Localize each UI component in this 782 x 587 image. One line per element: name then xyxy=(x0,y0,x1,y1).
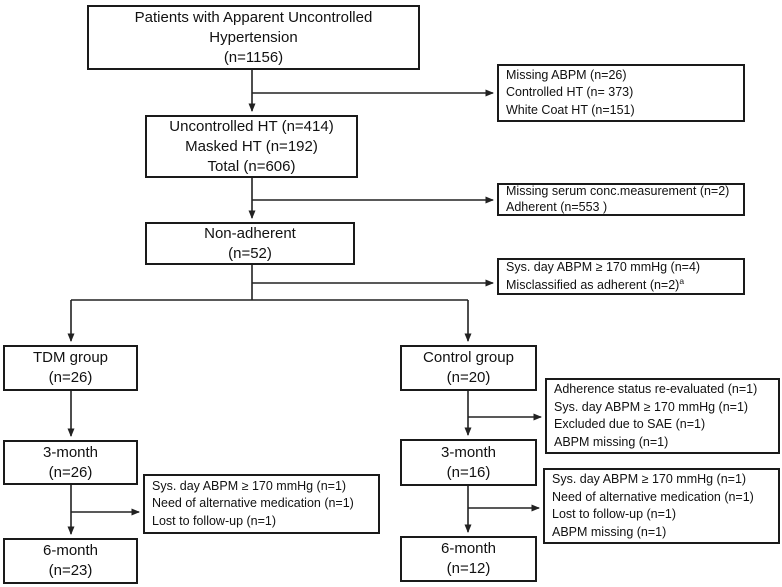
excl-line: Missing ABPM (n=26) xyxy=(506,67,627,82)
tdm-3-month-line: 3-month xyxy=(42,443,99,461)
excl-line: Adherence status re-evaluated (n=1) xyxy=(554,382,758,396)
flow-box-tdm-6-month: 6-month (n=23) xyxy=(3,538,138,584)
excl-line: ABPM missing (n=1) xyxy=(554,434,669,449)
excl-line: Sys. day ABPM ≥ 170 mmHg (n=1) xyxy=(554,399,749,414)
non-adherent-line: (n=52) xyxy=(228,244,272,262)
tdm-6-month-line: (n=23) xyxy=(48,562,93,579)
excl-box-control-3m: Adherence status re-evaluated (n=1) Sys.… xyxy=(545,378,780,454)
excl-line: Need of alternative medication (n=1) xyxy=(552,489,754,504)
control-3-month-line: 3-month xyxy=(440,443,497,461)
excl-line: ABPM missing (n=1) xyxy=(552,524,667,539)
non-adherent-line: Non-adherent xyxy=(204,224,296,242)
excl-box-control-6m: Sys. day ABPM ≥ 170 mmHg (n=1) Need of a… xyxy=(543,468,780,544)
excl-line: Excluded due to SAE (n=1) xyxy=(554,417,706,431)
patients-line: Patients with Apparent Uncontrolled xyxy=(134,8,373,26)
excl-line: Sys. day ABPM ≥ 170 mmHg (n=4) xyxy=(506,260,701,274)
footnote-marker: a xyxy=(679,275,685,286)
excl-box-misclassified: Sys. day ABPM ≥ 170 mmHg (n=4) Misclassi… xyxy=(497,258,745,295)
control-6-month-line: 6-month xyxy=(440,540,497,557)
ht-totals-line: Masked HT (n=192) xyxy=(185,137,318,155)
excl-line: Controlled HT (n= 373) xyxy=(506,85,634,100)
excl-box-serum-adherent: Missing serum conc.measurement (n=2) Adh… xyxy=(497,183,745,216)
control-group-line: Control group xyxy=(423,349,514,366)
control-6-month-line: (n=12) xyxy=(446,560,491,577)
excl-line: Sys. day ABPM ≥ 170 mmHg (n=1) xyxy=(552,472,747,486)
flow-box-tdm-group: TDM group (n=26) xyxy=(3,345,138,391)
ht-totals-line: Uncontrolled HT (n=414) xyxy=(169,117,334,135)
flow-box-tdm-3-month: 3-month (n=26) xyxy=(3,440,138,485)
tdm-6-month-line: 6-month xyxy=(42,542,99,559)
excl-line: Need of alternative medication (n=1) xyxy=(152,496,354,511)
tdm-3-month-line: (n=26) xyxy=(48,463,93,481)
excl-line: Misclassified as adherent (n=2)a xyxy=(506,275,685,295)
flow-box-non-adherent: Non-adherent (n=52) xyxy=(145,222,355,265)
excl-line: Missing serum conc.measurement (n=2) xyxy=(506,184,730,198)
ht-totals-line: Total (n=606) xyxy=(207,157,296,175)
tdm-group-line: (n=26) xyxy=(48,369,93,386)
patients-line: (n=1156) xyxy=(223,48,284,66)
excl-line: White Coat HT (n=151) xyxy=(506,102,635,117)
tdm-group-line: TDM group xyxy=(32,349,109,366)
flow-box-patients: Patients with Apparent Uncontrolled Hype… xyxy=(87,5,420,70)
flow-box-control-6-month: 6-month (n=12) xyxy=(400,536,537,582)
excl-line: Lost to follow-up (n=1) xyxy=(152,513,277,528)
excl-box-tdm-6m: Sys. day ABPM ≥ 170 mmHg (n=1) Need of a… xyxy=(143,474,380,534)
flow-box-ht-totals: Uncontrolled HT (n=414) Masked HT (n=192… xyxy=(145,115,358,178)
excl-line-text: Misclassified as adherent (n=2) xyxy=(506,277,680,292)
flow-box-control-group: Control group (n=20) xyxy=(400,345,537,391)
control-3-month-line: (n=16) xyxy=(446,463,491,481)
flow-box-control-3-month: 3-month (n=16) xyxy=(400,439,537,486)
excl-box-abpm-controlled-whitecoat: Missing ABPM (n=26) Controlled HT (n= 37… xyxy=(497,64,745,122)
excl-line: Lost to follow-up (n=1) xyxy=(552,507,677,521)
control-group-line: (n=20) xyxy=(446,369,491,386)
patients-line: Hypertension xyxy=(209,28,298,46)
excl-line: Sys. day ABPM ≥ 170 mmHg (n=1) xyxy=(152,478,347,493)
excl-line: Adherent (n=553 ) xyxy=(506,199,608,214)
